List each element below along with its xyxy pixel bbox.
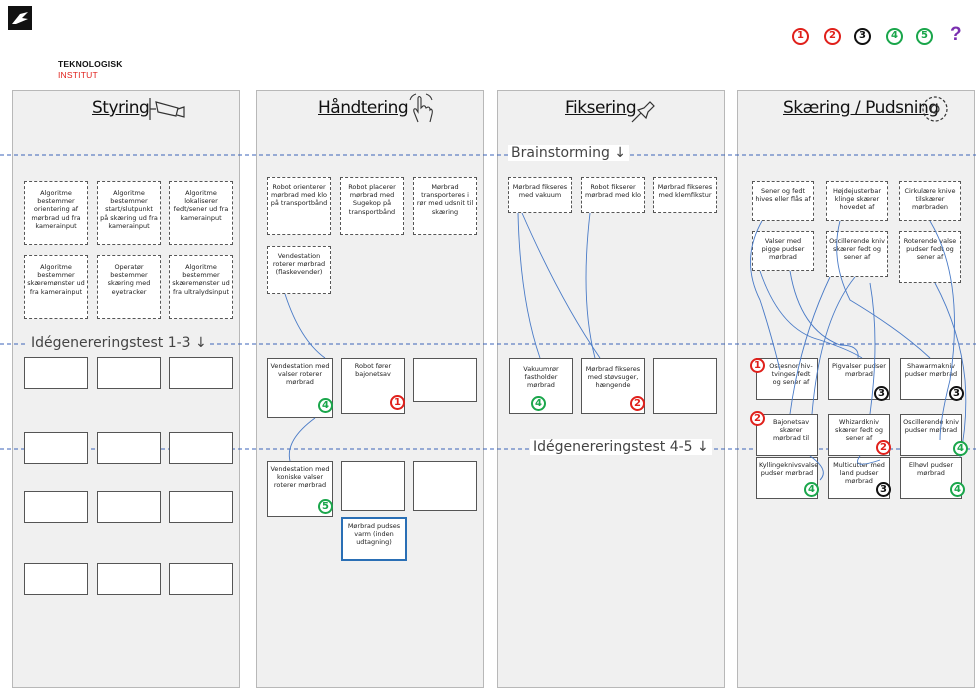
legend-badge-4[interactable]: 4 [886,28,903,45]
sticky-note[interactable]: Mørbrad fikseres med vakuum [508,177,572,213]
rating-badge: 4 [531,396,546,411]
legend-badge-3[interactable]: 3 [854,28,871,45]
rating-badge: 4 [953,441,968,456]
camera-icon [148,96,186,127]
empty-box[interactable] [24,563,88,595]
sticky-note[interactable]: Robot fikserer mørbrad med klo [581,177,645,213]
empty-box[interactable] [169,357,233,389]
legend-badge-1[interactable]: 1 [792,28,809,45]
idea-box[interactable]: Bajonetsav skærer mørbrad til [756,414,818,456]
empty-box[interactable] [413,461,477,511]
sticky-note[interactable]: Mørbrad fikseres med klemfikstur [653,177,717,213]
logo-mark [8,6,32,30]
empty-box[interactable] [97,357,161,389]
empty-box[interactable] [24,432,88,464]
sticky-note[interactable]: Cirkulære knive tilskærer mørbraden [899,181,961,221]
empty-box[interactable] [24,491,88,523]
empty-box[interactable] [413,358,477,402]
saw-blade-icon [918,92,952,131]
rating-badge: 4 [318,398,333,413]
rating-badge: 2 [750,411,765,426]
sticky-note[interactable]: Roterende valse pudser fedt og sener af [899,231,961,283]
rating-badge: 3 [874,386,889,401]
logo-text-line1: TEKNOLOGISK [58,59,123,69]
rating-badge: 4 [950,482,965,497]
rating-badge: 1 [750,358,765,373]
legend: 1 2 3 4 5 ? [792,24,972,48]
hand-icon [404,92,438,131]
sticky-note[interactable]: Operatør bestemmer skæring med eyetracke… [97,255,161,319]
rating-badge: 5 [318,499,333,514]
empty-box[interactable] [341,461,405,511]
sticky-note[interactable]: Robot orienterer mørbrad med klo på tran… [267,177,331,235]
rating-badge: 2 [630,396,645,411]
idea-box[interactable]: Ostesnor hiv­tvinges fedt og sener af [756,358,818,400]
pin-icon [628,96,658,131]
logo-text-line2: INSTITUT [58,70,98,80]
sticky-note[interactable]: Sener og fedt hives eller flås af [752,181,814,221]
empty-box[interactable] [169,491,233,523]
legend-badge-2[interactable]: 2 [824,28,841,45]
help-button[interactable]: ? [950,24,962,45]
column-title-handtering: Håndtering [318,98,409,118]
idea-box[interactable]: Mørbrad pudses varm (inden udtagning) [341,517,407,561]
empty-box[interactable] [169,432,233,464]
phase-test-4-5: Idégenereringstest 4-5 ↓ [530,439,712,455]
phase-test-1-3: Idégenereringstest 1-3 ↓ [28,335,210,351]
sticky-note[interactable]: Algoritme bestemmer orientering af mørbr… [24,181,88,245]
empty-box[interactable] [653,358,717,414]
sticky-note[interactable]: Robot placerer mørbrad med Sugekop på tr… [340,177,404,235]
sticky-note[interactable]: Algoritme bestemmer skæremønster ud fra … [24,255,88,319]
rating-badge: 3 [949,386,964,401]
empty-box[interactable] [169,563,233,595]
sticky-note[interactable]: Algoritme bestemmer start/slutpunkt på s… [97,181,161,245]
empty-box[interactable] [97,563,161,595]
legend-badge-5[interactable]: 5 [916,28,933,45]
sticky-note[interactable]: Algoritme lokaliserer fedt/sener ud fra … [169,181,233,245]
column-title-fiksering: Fiksering [565,98,637,118]
logo: TEKNOLOGISK INSTITUT [8,6,148,82]
column-title-skaering: Skæring / Pudsning [783,98,939,118]
sticky-note[interactable]: Valser med pigge pudser mørbrad [752,231,814,271]
empty-box[interactable] [97,491,161,523]
sticky-note[interactable]: Algoritme bestemmer skæremønster ud fra … [169,255,233,319]
phase-brainstorming: Brainstorming ↓ [508,145,630,161]
column-title-styring: Styring [92,98,150,118]
sticky-note[interactable]: Vendestation roterer mørbrad (flaskevend… [267,246,331,294]
rating-badge: 2 [876,440,891,455]
rating-badge: 3 [876,482,891,497]
sticky-note[interactable]: Højdejusterbar klinge skærer hovedet af [826,181,888,221]
empty-box[interactable] [97,432,161,464]
empty-box[interactable] [24,357,88,389]
sticky-note[interactable]: Mørbrad transporteres i rør med udsnit t… [413,177,477,235]
sticky-note[interactable]: Oscillerende kniv skærer fedt og sener a… [826,231,888,277]
rating-badge: 4 [804,482,819,497]
idea-box[interactable]: Oscillerende kniv pudser mørbrad [900,414,962,456]
rating-badge: 1 [390,395,405,410]
idea-box[interactable]: Vendestation med valser roterer mørbrad [267,358,333,418]
